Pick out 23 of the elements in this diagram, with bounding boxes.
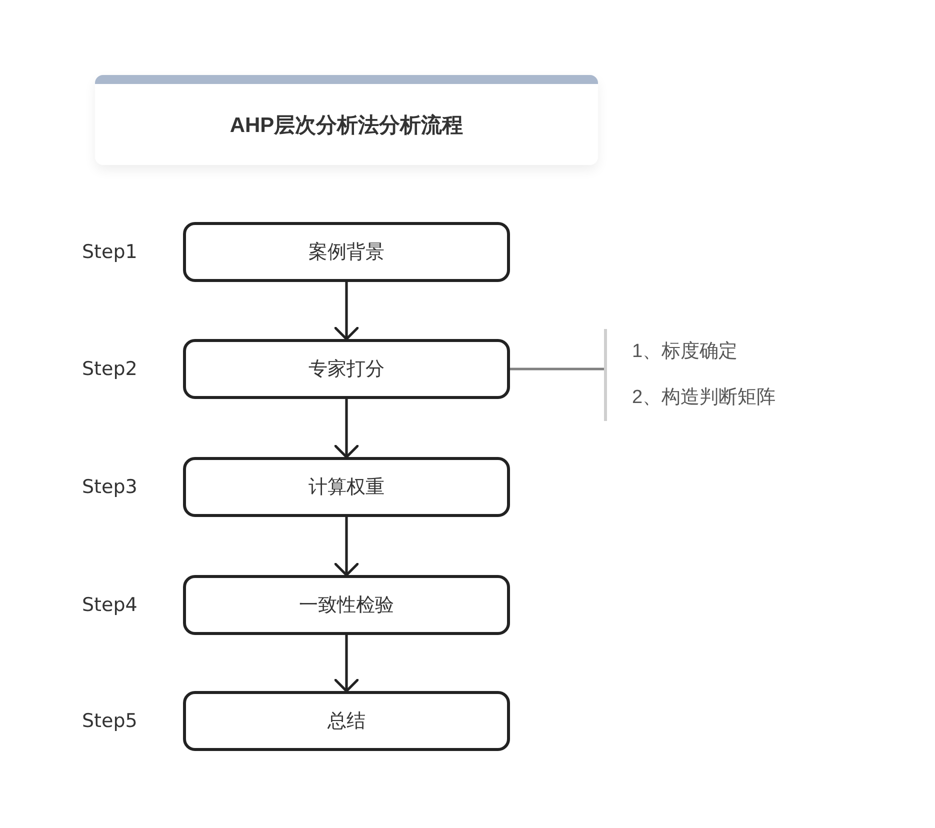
step-name: 一致性检验 [299,594,394,618]
arrow [334,517,359,576]
list-item: 2、构造判断矩阵 [632,386,777,410]
title: AHP层次分析法分析流程 [230,112,464,138]
arrow [334,635,359,692]
connector-line [510,368,604,370]
step-label: Step3 [82,475,138,499]
arrow [334,399,359,458]
process-box [183,339,510,399]
process-box [183,691,510,751]
step-label: Step1 [82,240,138,264]
process-box [183,457,510,517]
process-box [183,222,510,282]
list-item: 1、标度确定 [632,340,739,364]
process-box [183,575,510,635]
step-name: 案例背景 [308,240,384,265]
step-name: 计算权重 [308,476,384,500]
step-label: Step4 [82,593,138,617]
arrow [334,282,359,340]
step-label: Step5 [82,709,138,733]
step-name: 总结 [328,710,366,734]
step-label: Step2 [82,357,138,381]
step-name: 专家打分 [308,358,384,382]
